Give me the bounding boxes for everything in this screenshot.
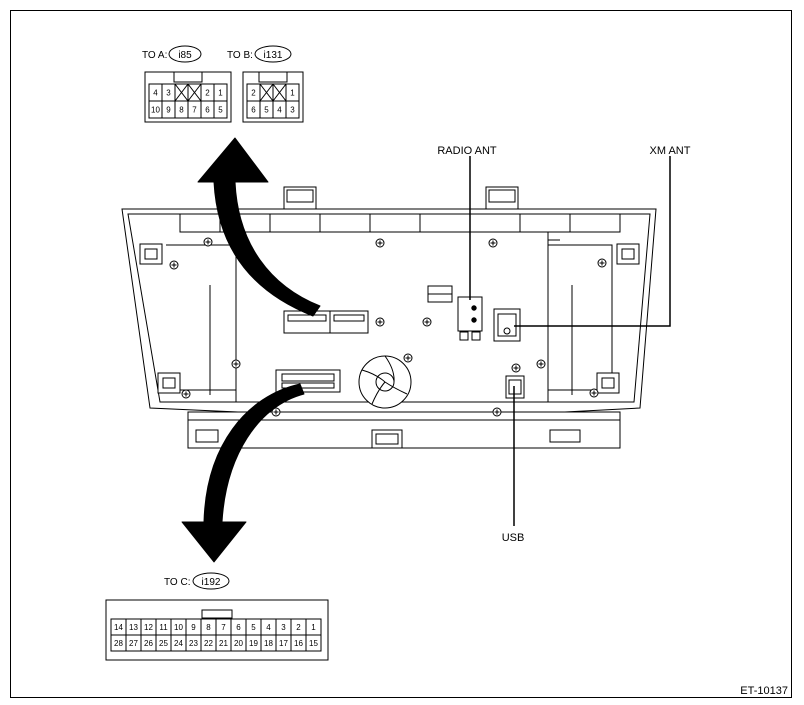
connector-c-pin-number: 21 [219, 639, 228, 648]
connector-c-pin-number: 11 [159, 623, 168, 632]
audio-unit-body [121, 186, 657, 449]
xm-ant-leader [514, 156, 671, 327]
callout-lines [469, 156, 671, 526]
connector-c-pin-number: 12 [144, 623, 153, 632]
connector-c-id-oval [192, 572, 230, 590]
connector-b-pin-number: 3 [290, 106, 295, 115]
connector-c-pin-number: 1 [311, 623, 316, 632]
connector-c-pin-number: 20 [234, 639, 243, 648]
diagram-frame [10, 10, 792, 698]
connector-c-cavity [305, 634, 322, 652]
connector-c-pin-number: 16 [294, 639, 303, 648]
connector-c-pin-number: 22 [204, 639, 213, 648]
connector-b-pin-number: 5 [264, 106, 269, 115]
connector-a-pin-number: 4 [153, 89, 158, 98]
screws [169, 237, 607, 417]
connector-a-pin-number: 6 [205, 106, 210, 115]
connector-a-pin-number: 8 [179, 106, 184, 115]
bottom-base [187, 411, 621, 449]
radio-ant-label: RADIO ANT [437, 145, 497, 157]
right-side-frame [548, 244, 613, 391]
connector-a-pin-number: 1 [218, 89, 223, 98]
connector-c-pin-number: 28 [114, 639, 123, 648]
connector-a-pin-number: 5 [218, 106, 223, 115]
figure-code: ET-10137 [740, 685, 788, 697]
connector-b-prefix: TO B: [227, 50, 253, 61]
connector-c-pin-number: 9 [191, 623, 196, 632]
top-strip [179, 214, 621, 233]
arrow-up-to-connectors-ab [197, 137, 321, 317]
connector-c-pin-number: 27 [129, 639, 138, 648]
top-tab-left-slot [286, 189, 314, 203]
connector-a-pin-number: 7 [192, 106, 197, 115]
top-tab-right-slot [488, 189, 516, 203]
inner-bezel [127, 213, 651, 403]
connector-c-pin-number: 14 [114, 623, 123, 632]
connector-c-pin-number: 17 [279, 639, 288, 648]
bottom-tab-center [371, 429, 403, 449]
connector-b-id-oval [254, 45, 292, 63]
connector-a-cavity [213, 100, 228, 119]
connector-c-pin-number: 10 [174, 623, 183, 632]
connector-b-pin-number: 4 [277, 106, 282, 115]
connector-c-pin-number: 24 [174, 639, 183, 648]
connector-c-pin-number: 23 [189, 639, 198, 648]
connector-a-pin-number: 10 [151, 106, 160, 115]
connector-b-latch [258, 71, 288, 83]
connector-c-pin-number: 4 [266, 623, 271, 632]
bottom-tab-left [195, 429, 219, 443]
connector-a-prefix: TO A: [142, 50, 167, 61]
connector-b-pin-number: 6 [251, 106, 256, 115]
connector-a-pin-number: 3 [166, 89, 171, 98]
connector-c-pin-number: 8 [206, 623, 211, 632]
usb-label: USB [502, 532, 525, 544]
connector-c-pin-number: 19 [249, 639, 258, 648]
connector-c-pin-number: 26 [144, 639, 153, 648]
connector-c-latch [201, 609, 233, 619]
connector-c-pin-number: 2 [296, 623, 301, 632]
connector-a-id-oval [168, 45, 202, 63]
connector-b-id: i131 [264, 50, 283, 61]
xm-ant-label: XM ANT [650, 145, 691, 157]
rear-ports [275, 285, 525, 409]
connector-b-cavity [285, 100, 300, 119]
bottom-tab-right [549, 429, 581, 443]
connector-c-prefix: TO C: [164, 577, 190, 588]
connector-c-pin-number: 5 [251, 623, 256, 632]
connector-c-pin-number: 13 [129, 623, 138, 632]
connector-a-pin-number: 2 [205, 89, 210, 98]
arrow-down-to-connector-c [181, 383, 305, 563]
connector-c-pin-number: 6 [236, 623, 241, 632]
connector-c-id: i192 [202, 577, 221, 588]
connector-c-pin-number: 25 [159, 639, 168, 648]
socket-ab [283, 310, 369, 334]
connector-c-pin-number: 3 [281, 623, 286, 632]
radio-ant-jack [457, 296, 483, 332]
connector-a-id: i85 [178, 50, 192, 61]
connector-a-pin-number: 9 [166, 106, 171, 115]
connector-a-latch [173, 71, 203, 83]
connector-c-pin-number: 15 [309, 639, 318, 648]
connector-b-pin-number: 2 [251, 89, 256, 98]
connector-c-pin-number: 18 [264, 639, 273, 648]
left-side-frame [166, 244, 237, 391]
connector-c-pin-number: 7 [221, 623, 226, 632]
side-brackets [139, 243, 640, 394]
connector-b-pin-number: 1 [290, 89, 295, 98]
